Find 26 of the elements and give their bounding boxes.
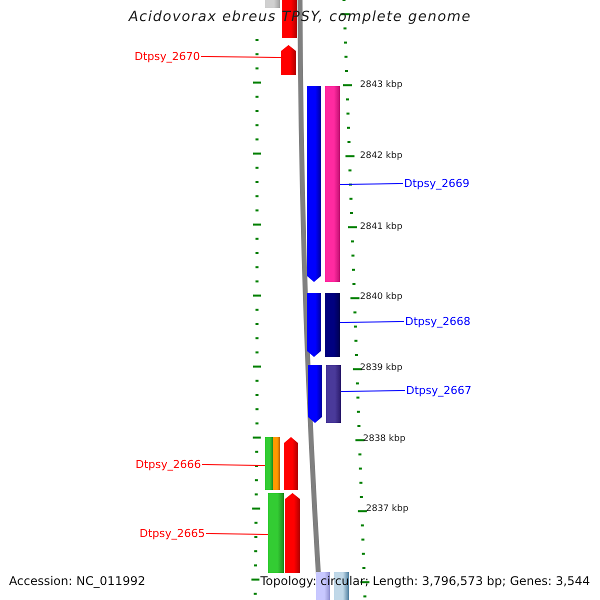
- gene-bar: [326, 365, 341, 423]
- scale-label: 2842 kbp: [360, 151, 402, 161]
- gene-label: Dtpsy_2670: [134, 50, 200, 63]
- scale-label: 2837 kbp: [366, 504, 408, 514]
- gene-label: Dtpsy_2667: [406, 384, 472, 397]
- gene-bar: [281, 45, 296, 75]
- gene-bar: [265, 437, 273, 490]
- gene-label: Dtpsy_2665: [139, 527, 205, 540]
- gene-label: Dtpsy_2666: [135, 458, 201, 471]
- gene-bar: [268, 493, 284, 573]
- genome-info-text: Topology: circular; Length: 3,796,573 bp; Genes: 3,544: [260, 574, 590, 588]
- scale-label: 2841 kbp: [360, 222, 402, 232]
- accession-text: Accession: NC_011992: [9, 574, 146, 588]
- gene-label: Dtpsy_2669: [404, 177, 470, 190]
- leader-line: [202, 464, 266, 466]
- gene-label: Dtpsy_2668: [405, 315, 471, 328]
- leader-line: [340, 321, 404, 323]
- scale-label: 2840 kbp: [360, 292, 402, 302]
- scale-label: 2839 kbp: [360, 363, 402, 373]
- leader-line: [200, 56, 282, 58]
- gene-bar: [325, 86, 340, 282]
- leader-line: [340, 390, 406, 392]
- gene-bar: [325, 293, 340, 357]
- title: Acidovorax ebreus TPSY, complete genome: [127, 9, 472, 25]
- leader-line: [206, 533, 268, 535]
- leader-line: [340, 183, 404, 185]
